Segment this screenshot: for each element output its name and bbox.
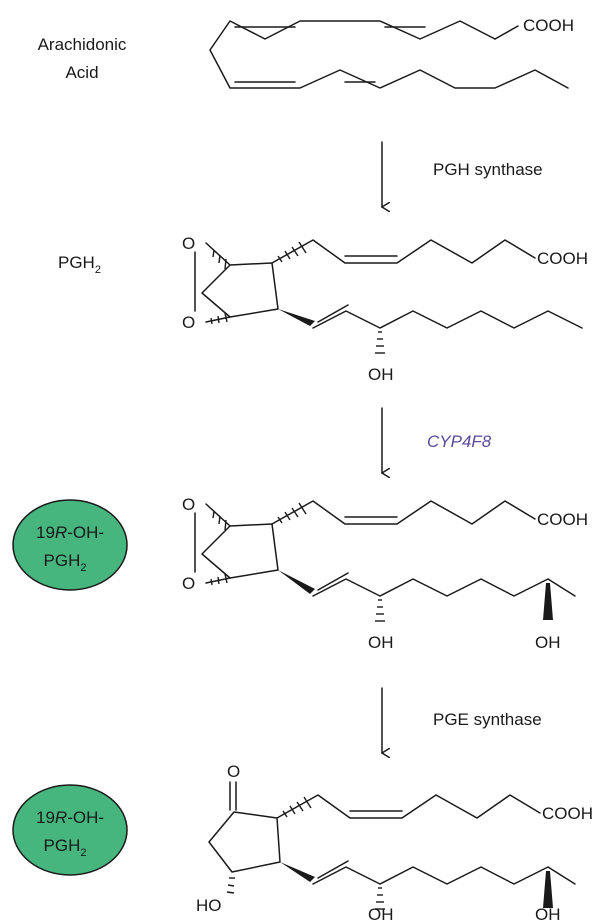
oh-pgh2-2-skeleton (208, 781, 576, 910)
oh-pgh2-2-label-line2: PGH2 (44, 836, 87, 859)
pgh2-label: PGH2 (58, 253, 101, 276)
oh-pgh2-1-o-top-hash (212, 510, 227, 531)
pgh2-oh-hash (375, 331, 385, 354)
oh-pgh2-molecule-1: 19R-OH- PGH2 (12, 495, 588, 652)
enzyme-cyp4f8: CYP4F8 (427, 432, 492, 451)
arachidonic-acid-molecule: Arachidonic Acid COOH (38, 16, 574, 89)
pgh2-molecule: PGH2 (58, 234, 588, 384)
pgh2-o-bottom-hash (210, 312, 228, 325)
oh-pgh2-2-cooh: COOH (542, 804, 593, 823)
oh-pgh2-1-label-line2: PGH2 (44, 551, 87, 574)
reaction-step-1: PGH synthase (382, 141, 543, 207)
arachidonic-cooh: COOH (523, 16, 574, 35)
oh-pgh2-molecule-2: 19R-OH- PGH2 (12, 762, 593, 921)
pgh2-alpha-chain-hash (277, 241, 307, 263)
oh-pgh2-1-label-line1: 19R-OH- (36, 523, 104, 542)
pgh2-o-bottom: O (182, 313, 195, 332)
oh-pgh2-1-cooh: COOH (537, 510, 588, 529)
reaction-step-3: PGE synthase (382, 687, 542, 753)
enzyme-pge-synthase: PGE synthase (433, 710, 542, 729)
arachidonic-skeleton (209, 20, 569, 89)
arachidonic-label-line2: Acid (65, 63, 98, 82)
compound-oval-2 (12, 784, 128, 876)
reaction-step-2: CYP4F8 (382, 407, 492, 473)
pgh2-o-top-hash (212, 249, 227, 270)
enzyme-pgh-synthase: PGH synthase (433, 160, 543, 179)
oh-pgh2-1-oh-a: OH (368, 633, 394, 652)
oh-pgh2-1-skeleton (194, 500, 576, 622)
oh-pgh2-2-oh-a: OH (368, 905, 394, 921)
pgh2-skeleton (194, 239, 583, 354)
oh-pgh2-1-oh-b: OH (535, 633, 561, 652)
oh-pgh2-2-label-line1: 19R-OH- (36, 808, 104, 827)
oh-pgh2-2-ho-hash (226, 877, 235, 894)
pgh2-cooh: COOH (537, 249, 588, 268)
oh-pgh2-1-o-bottom-hash (210, 573, 228, 586)
oh-pgh2-1-oh-hash (375, 599, 385, 622)
arachidonic-label-line1: Arachidonic (38, 35, 127, 54)
oh-pgh2-2-ho: HO (196, 896, 222, 915)
oh-pgh2-2-ketone-o: O (227, 762, 240, 781)
oh-pgh2-1-o-top: O (182, 495, 195, 514)
oh-pgh2-2-oh-b: OH (535, 905, 561, 921)
oh-pgh2-1-alpha-chain-hash (277, 502, 307, 524)
compound-oval-1 (12, 499, 128, 591)
oh-pgh2-1-o-bottom: O (182, 574, 195, 593)
oh-pgh2-2-alpha-chain-hash (282, 796, 312, 818)
pgh2-oh: OH (368, 365, 394, 384)
pgh2-o-top: O (182, 234, 195, 253)
oh-pgh2-2-oh-hash (375, 887, 385, 910)
